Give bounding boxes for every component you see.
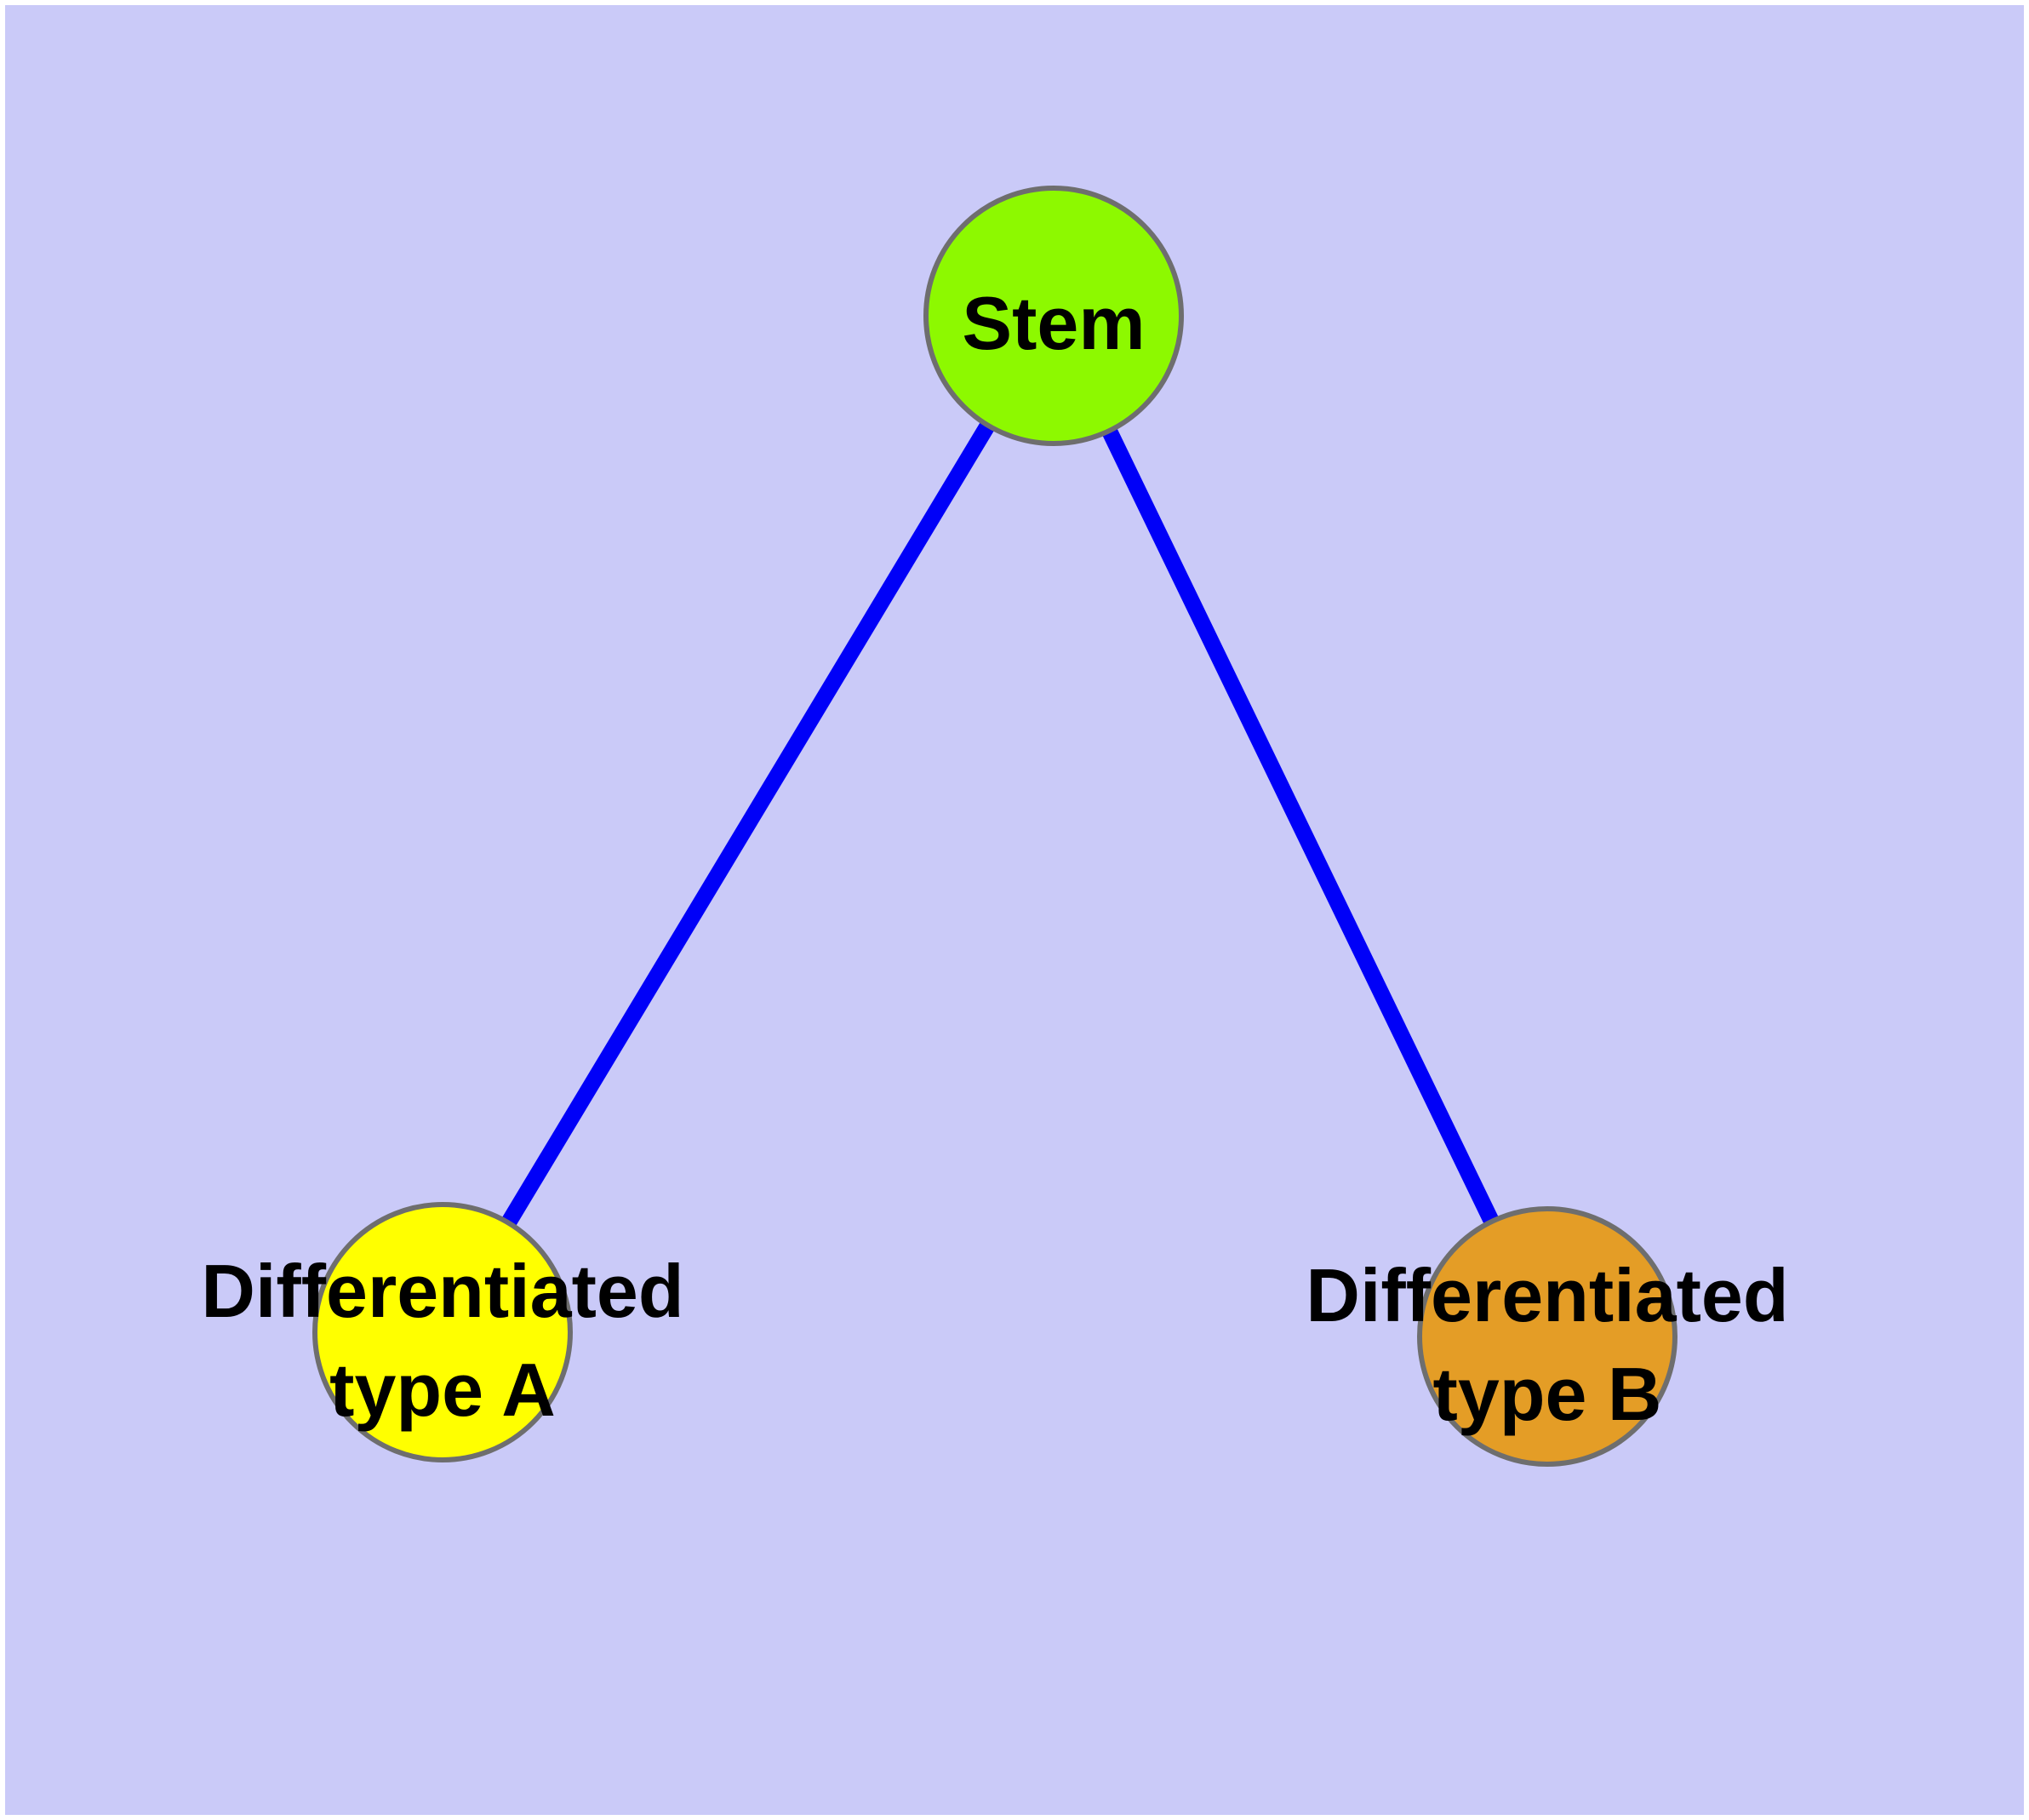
node-typeB [1417,1206,1677,1467]
node-label-typeB: Differentiated type B [1306,1253,1788,1436]
node-label-stem: Stem [962,281,1145,365]
node-label-typeA: Differentiated type A [201,1249,683,1432]
node-label-line: type A [329,1348,556,1432]
node-label-line: Stem [962,281,1145,365]
edges-layer [435,312,1555,1341]
edge-stem-typeA [435,312,1061,1336]
node-stem [923,186,1184,446]
node-label-line: type B [1433,1352,1662,1436]
node-typeA [312,1202,573,1462]
nodes-layer [312,186,1677,1467]
edge-stem-typeB [1046,312,1555,1341]
node-label-line: Differentiated [201,1249,683,1333]
node-label-line: Differentiated [1306,1253,1788,1337]
